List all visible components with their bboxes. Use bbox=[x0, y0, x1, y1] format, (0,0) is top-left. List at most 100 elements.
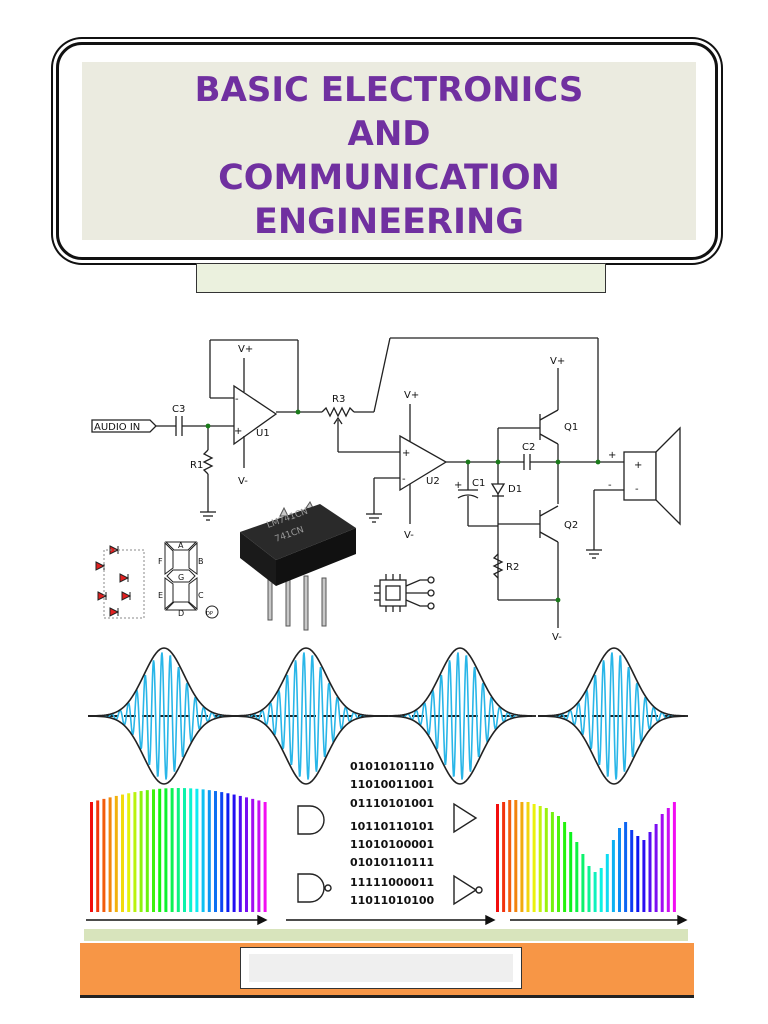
binary-row: 11010011001 bbox=[350, 778, 434, 791]
wave-path bbox=[87, 715, 241, 785]
label-u1-vplus: V+ bbox=[238, 344, 253, 355]
title-line-3: COMMUNICATION ENGINEERING bbox=[218, 158, 560, 242]
spectrum-bar bbox=[526, 802, 530, 912]
spectrum-bar bbox=[195, 788, 199, 912]
label-r1: R1 bbox=[190, 460, 203, 471]
title-frame bbox=[56, 42, 718, 260]
label-spk-minus-in: - bbox=[635, 484, 639, 495]
label-u2-vplus: V+ bbox=[404, 390, 419, 401]
spectrum-bar bbox=[127, 793, 131, 912]
spectrum-bar bbox=[593, 872, 597, 912]
spectrum-bar bbox=[587, 866, 591, 912]
spectrum-bar bbox=[133, 792, 137, 912]
segment-c: C bbox=[198, 591, 204, 600]
label-c1: C1 bbox=[472, 478, 485, 489]
spectrum-bar bbox=[648, 832, 652, 912]
segment-a: A bbox=[178, 541, 184, 550]
wave-path bbox=[103, 652, 225, 780]
label-q2-vminus: V- bbox=[552, 632, 562, 643]
wave-packets bbox=[87, 647, 688, 785]
spectrum-bar bbox=[121, 794, 124, 912]
label-d1: D1 bbox=[508, 484, 522, 495]
label-spk-plus-out: + bbox=[608, 450, 616, 461]
spectrum-bar bbox=[654, 824, 658, 912]
spectrum-bar bbox=[502, 802, 506, 912]
cover-illustration: AUDIO IN C3 R1 U1 R3 U2 C1 D1 C2 Q1 Q2 R… bbox=[86, 337, 688, 926]
binary-row: 01110101001 bbox=[350, 797, 434, 810]
and-gate-icon bbox=[297, 805, 325, 835]
not-gate-icon bbox=[453, 874, 478, 906]
binary-row: 11010100001 bbox=[350, 838, 434, 851]
spectrum-bar bbox=[605, 854, 609, 912]
spectrum-bar bbox=[514, 800, 518, 912]
spectrum-bar bbox=[207, 790, 211, 912]
spectrum-bar bbox=[642, 840, 646, 912]
spectrum-bar bbox=[214, 791, 217, 912]
spectrum-bar bbox=[176, 788, 180, 912]
spectrum-bar bbox=[672, 802, 676, 912]
spectrum-bar bbox=[508, 800, 512, 912]
spectrum-bars-left bbox=[90, 788, 267, 912]
wave-path bbox=[537, 647, 688, 717]
label-spk-plus-in: + bbox=[634, 460, 642, 471]
spectrum-bar bbox=[232, 794, 236, 912]
spectrum-bar bbox=[102, 798, 106, 912]
spectrum-bars-right bbox=[496, 800, 676, 912]
spectrum-bar bbox=[152, 789, 155, 912]
spectrum-bar bbox=[581, 854, 585, 912]
footer-label-box bbox=[240, 947, 522, 989]
spectrum-bar bbox=[624, 822, 628, 912]
label-q1: Q1 bbox=[564, 422, 578, 433]
binary-row: 10110110101 bbox=[350, 820, 434, 833]
label-r2: R2 bbox=[506, 562, 519, 573]
segment-e: E bbox=[158, 591, 163, 600]
nand-gate-icon bbox=[297, 873, 325, 903]
ic-chip: LM741CN 741CN bbox=[240, 501, 356, 631]
label-c3: C3 bbox=[172, 404, 185, 415]
wave-path bbox=[229, 647, 383, 717]
spectrum-bar bbox=[611, 840, 615, 912]
spectrum-bar bbox=[245, 797, 248, 912]
label-minus-2: - bbox=[402, 474, 406, 485]
spectrum-bar bbox=[183, 788, 186, 912]
wave-path bbox=[87, 647, 241, 717]
spectrum-bar bbox=[220, 792, 224, 912]
spectrum-bar bbox=[251, 798, 255, 912]
wave-path bbox=[383, 647, 537, 717]
spectrum-bar bbox=[238, 795, 242, 912]
spectrum-bar bbox=[550, 812, 554, 912]
spectrum-bar bbox=[666, 808, 670, 912]
spectrum-bar bbox=[263, 802, 267, 912]
spectrum-bar bbox=[599, 868, 603, 912]
spectrum-bar bbox=[96, 800, 100, 912]
spectrum-bar bbox=[630, 830, 634, 912]
spectrum-bar bbox=[139, 791, 143, 912]
wave-path bbox=[383, 715, 537, 785]
spectrum-bar bbox=[557, 816, 560, 912]
microchip-icon bbox=[374, 574, 435, 612]
spectrum-bar bbox=[145, 790, 149, 912]
binary-row: 01010101110 bbox=[350, 760, 435, 773]
junction-dots bbox=[205, 409, 601, 603]
spectrum-bar bbox=[563, 822, 567, 912]
label-u1: U1 bbox=[256, 428, 270, 439]
binary-row: 01010110111 bbox=[350, 856, 434, 869]
segment-d: D bbox=[178, 609, 184, 618]
spectrum-bar bbox=[189, 788, 193, 912]
label-q1-vplus: V+ bbox=[550, 356, 565, 367]
spectrum-bar bbox=[520, 802, 524, 912]
spectrum-bar bbox=[575, 842, 579, 912]
label-minus-1: - bbox=[235, 394, 239, 405]
subtitle-box bbox=[196, 263, 606, 293]
label-c2: C2 bbox=[522, 442, 535, 453]
label-plus-1: + bbox=[234, 426, 242, 437]
spectrum-bar bbox=[636, 836, 640, 912]
binary-code: 01010101110 11010011001 01110101001 1011… bbox=[350, 760, 435, 907]
spectrum-bar bbox=[90, 802, 93, 912]
spectrum-bar bbox=[257, 800, 261, 912]
label-audio-in: AUDIO IN bbox=[94, 422, 140, 433]
label-spk-minus-out: - bbox=[608, 480, 612, 491]
label-plus-2: + bbox=[402, 448, 410, 459]
amplifier-circuit bbox=[91, 337, 681, 628]
label-u2: U2 bbox=[426, 476, 440, 487]
